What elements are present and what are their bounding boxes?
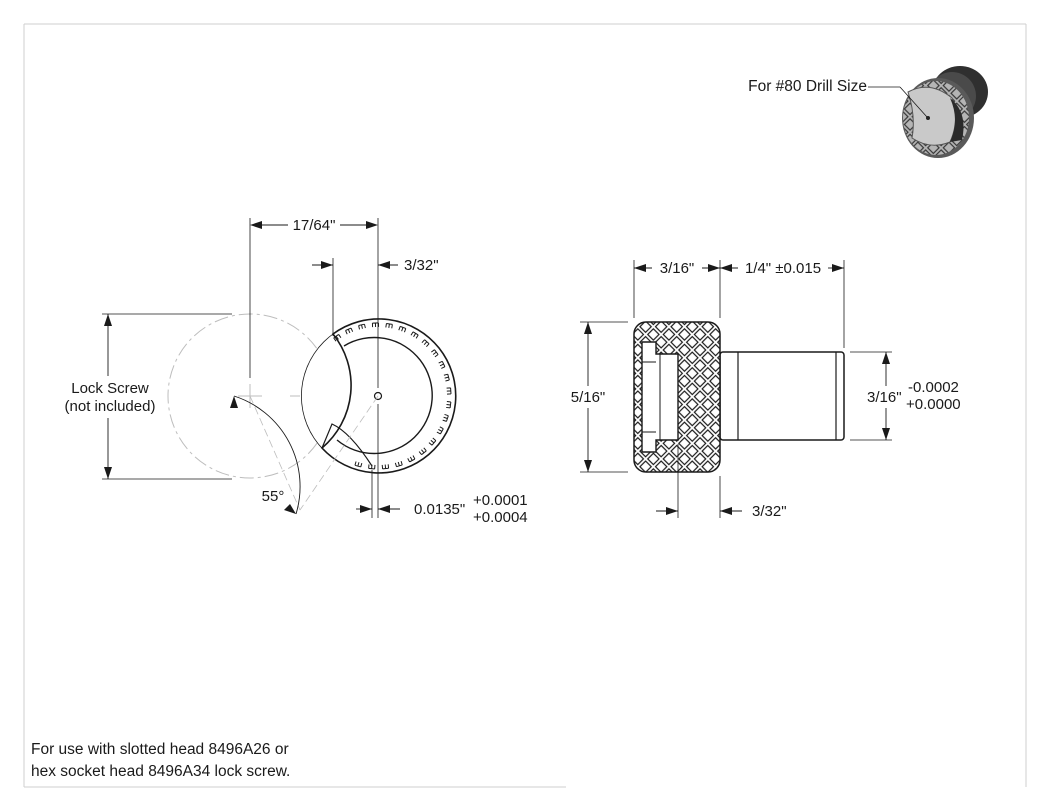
knurl-tooth bbox=[381, 464, 390, 470]
knurl-tooth bbox=[368, 464, 376, 470]
footnote: For use with slotted head 8496A26 or hex… bbox=[31, 741, 290, 780]
knurl-tooth bbox=[394, 460, 403, 468]
knurl-tooth bbox=[354, 461, 363, 468]
knurl-tooth bbox=[438, 360, 446, 369]
front-view: 17/64" 3/32" Lock Screw (not included) 5… bbox=[56, 217, 528, 526]
head-length-dimension: 3/16" bbox=[660, 260, 695, 277]
knurl-tooth bbox=[385, 322, 393, 329]
knurl-tooth bbox=[398, 325, 407, 333]
knurl-tooth bbox=[333, 334, 342, 342]
knurl-tooth bbox=[418, 447, 427, 456]
sheet-border bbox=[23, 23, 1027, 788]
footnote-line1: For use with slotted head 8496A26 or bbox=[31, 741, 289, 758]
knurl-tooth bbox=[410, 331, 419, 339]
knurl-tooth bbox=[442, 413, 449, 422]
footnote-line2: hex socket head 8496A34 lock screw. bbox=[31, 763, 290, 780]
knurl-tooth bbox=[421, 339, 430, 348]
front-view-outline bbox=[320, 318, 457, 474]
knurl-teeth bbox=[333, 322, 452, 470]
shank-length-dimension: 1/4" ±0.015 bbox=[745, 260, 821, 277]
knurl-tooth bbox=[446, 400, 452, 409]
side-view: 3/16" 1/4" ±0.015 5/16" 3/16" -0.0002 +0… bbox=[566, 260, 961, 520]
knurl-tooth bbox=[358, 323, 366, 330]
shank-diameter-dimension: 3/16" bbox=[867, 389, 902, 406]
shank-tolerance-plus: +0.0000 bbox=[906, 396, 961, 413]
knurl-tooth bbox=[446, 387, 452, 395]
drill-size-note: For #80 Drill Size bbox=[748, 78, 867, 95]
lock-screw-label-line1: Lock Screw bbox=[71, 380, 149, 397]
gap-dimension: 0.0135" bbox=[414, 501, 465, 518]
knurl-tooth bbox=[345, 327, 354, 335]
knurl-tooth bbox=[371, 322, 380, 328]
head-diameter-dimension: 5/16" bbox=[571, 389, 606, 406]
width-dimension: 17/64" bbox=[293, 217, 336, 234]
drill-size-callout: For #80 Drill Size bbox=[748, 78, 928, 118]
knurl-tooth bbox=[436, 426, 444, 435]
shank-tolerance-minus: -0.0002 bbox=[908, 379, 959, 396]
offset-dimension: 3/32" bbox=[404, 257, 439, 274]
isometric-render bbox=[902, 66, 988, 158]
knurl-tooth bbox=[443, 373, 450, 382]
angle-dimension: 55° bbox=[262, 488, 285, 505]
gap-tolerance-minus: +0.0004 bbox=[473, 509, 528, 526]
knurl-tooth bbox=[430, 349, 439, 358]
knurl-tooth bbox=[407, 455, 416, 463]
gap-tolerance-plus: +0.0001 bbox=[473, 492, 528, 509]
lock-screw-label-line2: (not included) bbox=[65, 398, 156, 415]
bottom-dimension: 3/32" bbox=[752, 503, 787, 520]
knurl-tooth bbox=[428, 437, 437, 446]
